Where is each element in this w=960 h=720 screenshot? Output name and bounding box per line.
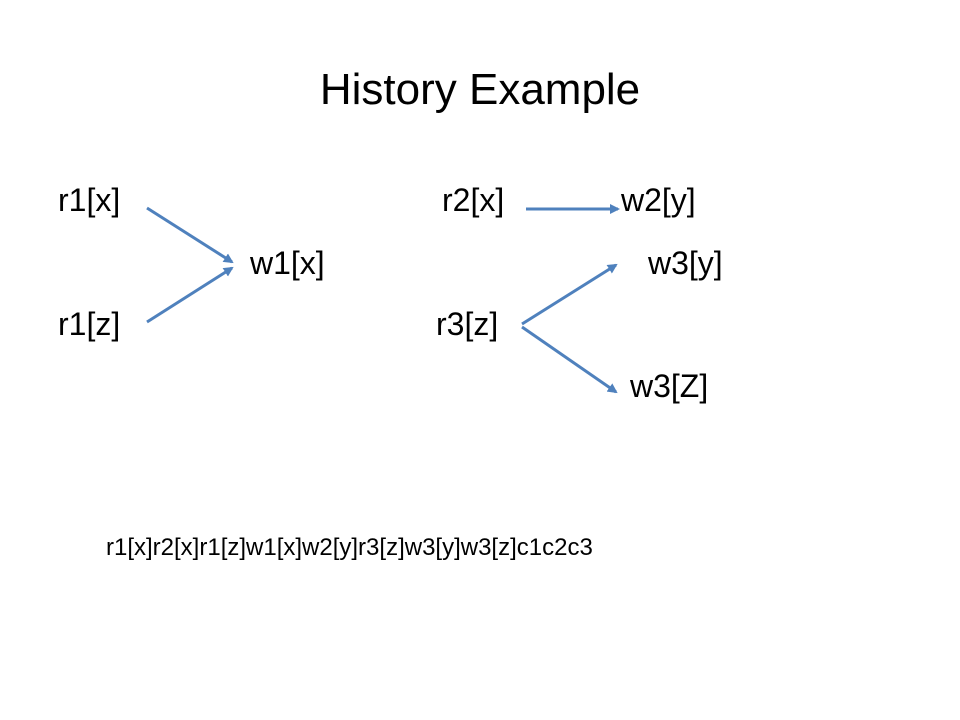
op-w1x: w1[x]	[250, 245, 325, 281]
edge-r3z-w3Z	[521, 325, 618, 394]
op-w2y: w2[y]	[621, 182, 696, 218]
edge-r3z-w3y	[521, 263, 618, 326]
edge-r1x-w1x	[146, 206, 234, 264]
op-r2x: r2[x]	[442, 182, 505, 218]
op-r1z: r1[z]	[58, 306, 121, 342]
slide-title: History Example	[319, 65, 641, 114]
history-sequence: r1[x]r2[x]r1[z]w1[x]w2[y]r3[z]w3[y]w3[z]…	[106, 534, 593, 561]
edge-r1z-w1x	[146, 266, 234, 324]
op-r3z: r3[z]	[436, 306, 499, 342]
op-w3y: w3[y]	[648, 245, 723, 281]
op-w3Z: w3[Z]	[630, 368, 709, 404]
op-r1x: r1[x]	[58, 182, 121, 218]
